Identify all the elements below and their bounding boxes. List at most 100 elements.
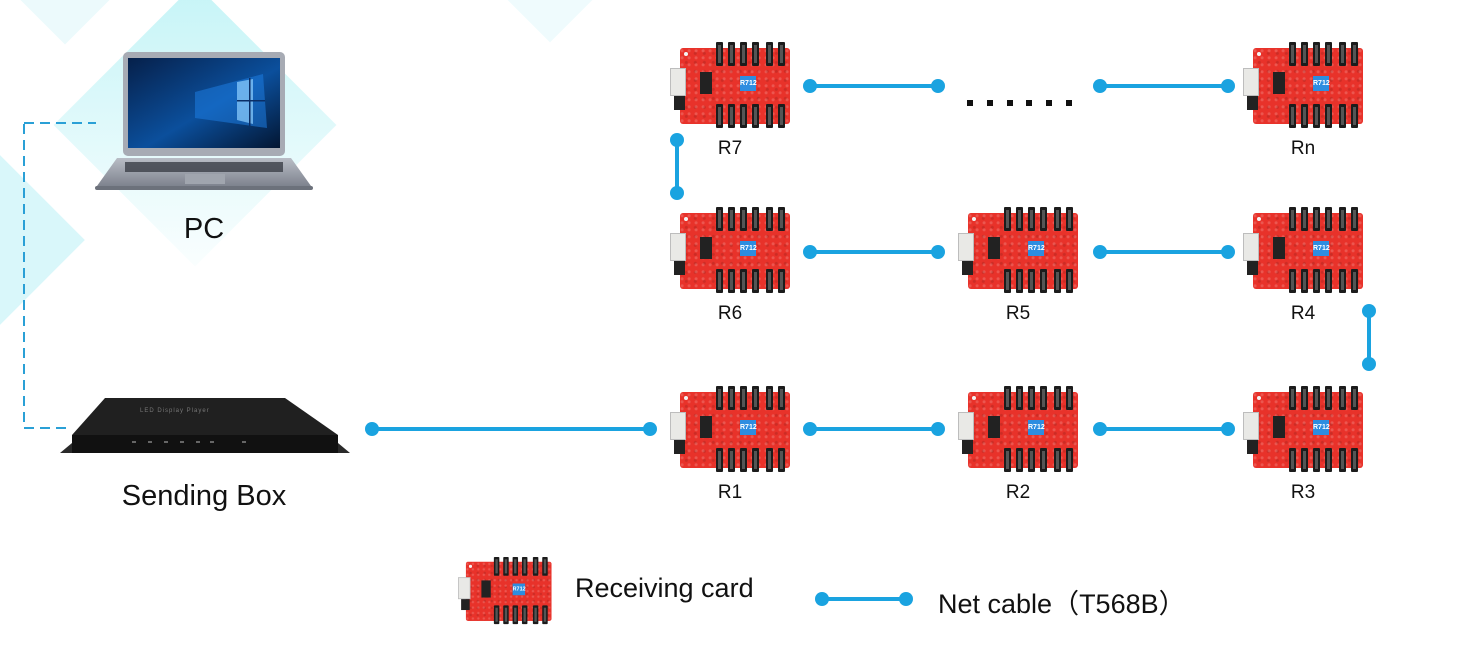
hub-header-icon (1066, 386, 1073, 410)
card-led (684, 217, 688, 221)
card-chip: R712 (1313, 420, 1330, 435)
hub-header-icon (752, 386, 759, 410)
hub-header-icon (728, 386, 735, 410)
hub-header-icon (1313, 42, 1320, 66)
ethernet-port-icon (1243, 412, 1259, 440)
hub-header-icon (1339, 448, 1346, 472)
card-label-r3: R3 (1290, 482, 1316, 503)
card-ic (1273, 72, 1285, 94)
laptop-icon (95, 52, 313, 190)
hub-header-icon (1301, 207, 1308, 231)
hub-header-icon (1028, 386, 1035, 410)
legend-receiving-card-icon: R712 (458, 557, 553, 626)
sending-box-icon (60, 398, 350, 453)
hub-header-icon (716, 448, 723, 472)
power-terminal-icon (674, 261, 685, 275)
hub-header-icon (778, 104, 785, 128)
hub-header-icon (1040, 207, 1047, 231)
hub-header-icon (728, 448, 735, 472)
power-terminal-icon (461, 599, 470, 611)
hub-header-icon (1351, 207, 1358, 231)
hub-header-icon (1351, 42, 1358, 66)
ethernet-port-icon (1243, 233, 1259, 261)
hub-header-icon (716, 104, 723, 128)
card-led (972, 396, 976, 400)
card-led (1257, 396, 1261, 400)
hub-header-icon (1339, 386, 1346, 410)
hub-header-icon (740, 269, 747, 293)
card-chip: R712 (740, 420, 757, 435)
power-terminal-icon (1247, 261, 1258, 275)
card-pcb (1253, 48, 1363, 124)
card-chip: R712 (512, 583, 526, 596)
hub-header-icon (503, 557, 509, 576)
card-pcb (1253, 392, 1363, 468)
hub-header-icon (752, 269, 759, 293)
background-diamond (0, 155, 85, 325)
hub-header-icon (1301, 448, 1308, 472)
hub-header-icon (1339, 42, 1346, 66)
hub-header-icon (1351, 104, 1358, 128)
hub-header-icon (521, 605, 528, 625)
hub-header-icon (716, 386, 723, 410)
hub-header-icon (1066, 269, 1073, 293)
card-chip: R712 (1028, 420, 1045, 435)
card-ic (988, 416, 1000, 438)
legend-net-cable-label: Net cable（T568B） (938, 589, 1186, 619)
legend: R712 Receiving card Net cable（T568B） (455, 555, 1215, 625)
ethernet-port-icon (670, 233, 686, 261)
card-chip: R712 (1313, 241, 1330, 256)
hub-header-icon (740, 104, 747, 128)
hub-header-icon (493, 557, 500, 576)
hub-header-icon (1016, 207, 1023, 231)
hub-header-icon (740, 386, 747, 410)
ethernet-port-icon (1243, 68, 1259, 96)
card-pcb (968, 213, 1078, 289)
hub-header-icon (766, 207, 773, 231)
hub-header-icon (740, 207, 747, 231)
sending-box-panel-text: LED Display Player (140, 408, 210, 414)
hub-header-icon (1004, 448, 1011, 472)
hub-header-icon (728, 269, 735, 293)
power-terminal-icon (1247, 440, 1258, 454)
hub-header-icon (778, 386, 785, 410)
hub-header-icon (716, 207, 723, 231)
hub-header-icon (1325, 104, 1332, 128)
hub-header-icon (1028, 207, 1035, 231)
ethernet-port-icon (958, 233, 974, 261)
hub-header-icon (1016, 386, 1023, 410)
card-ic (700, 72, 712, 94)
card-label-rn: Rn (1290, 138, 1316, 159)
hub-header-icon (766, 104, 773, 128)
card-led (684, 52, 688, 56)
hub-header-icon (1351, 448, 1358, 472)
power-terminal-icon (674, 440, 685, 454)
power-terminal-icon (1247, 96, 1258, 110)
power-terminal-icon (962, 440, 973, 454)
hub-header-icon (766, 448, 773, 472)
card-ic (988, 237, 1000, 259)
card-label-r6: R6 (717, 303, 743, 324)
hub-header-icon (1289, 269, 1296, 293)
hub-header-icon (1339, 207, 1346, 231)
receiving-card-r5: R712 (958, 207, 1080, 295)
hub-header-icon (1066, 207, 1073, 231)
card-pcb (680, 392, 790, 468)
card-chip: R712 (1028, 241, 1045, 256)
ethernet-port-icon (958, 412, 974, 440)
sending-box-label: Sending Box (121, 480, 287, 512)
hub-header-icon (1339, 269, 1346, 293)
hub-header-icon (752, 448, 759, 472)
hub-header-icon (1313, 269, 1320, 293)
pc-label: PC (183, 213, 225, 245)
hub-header-icon (1054, 207, 1061, 231)
hub-header-icon (1313, 386, 1320, 410)
card-label-r7: R7 (717, 138, 743, 159)
power-terminal-icon (962, 261, 973, 275)
hub-header-icon (728, 104, 735, 128)
hub-header-icon (512, 605, 519, 625)
hub-header-icon (1301, 269, 1308, 293)
hub-header-icon (1004, 269, 1011, 293)
card-led (1257, 217, 1261, 221)
card-ic (700, 237, 712, 259)
